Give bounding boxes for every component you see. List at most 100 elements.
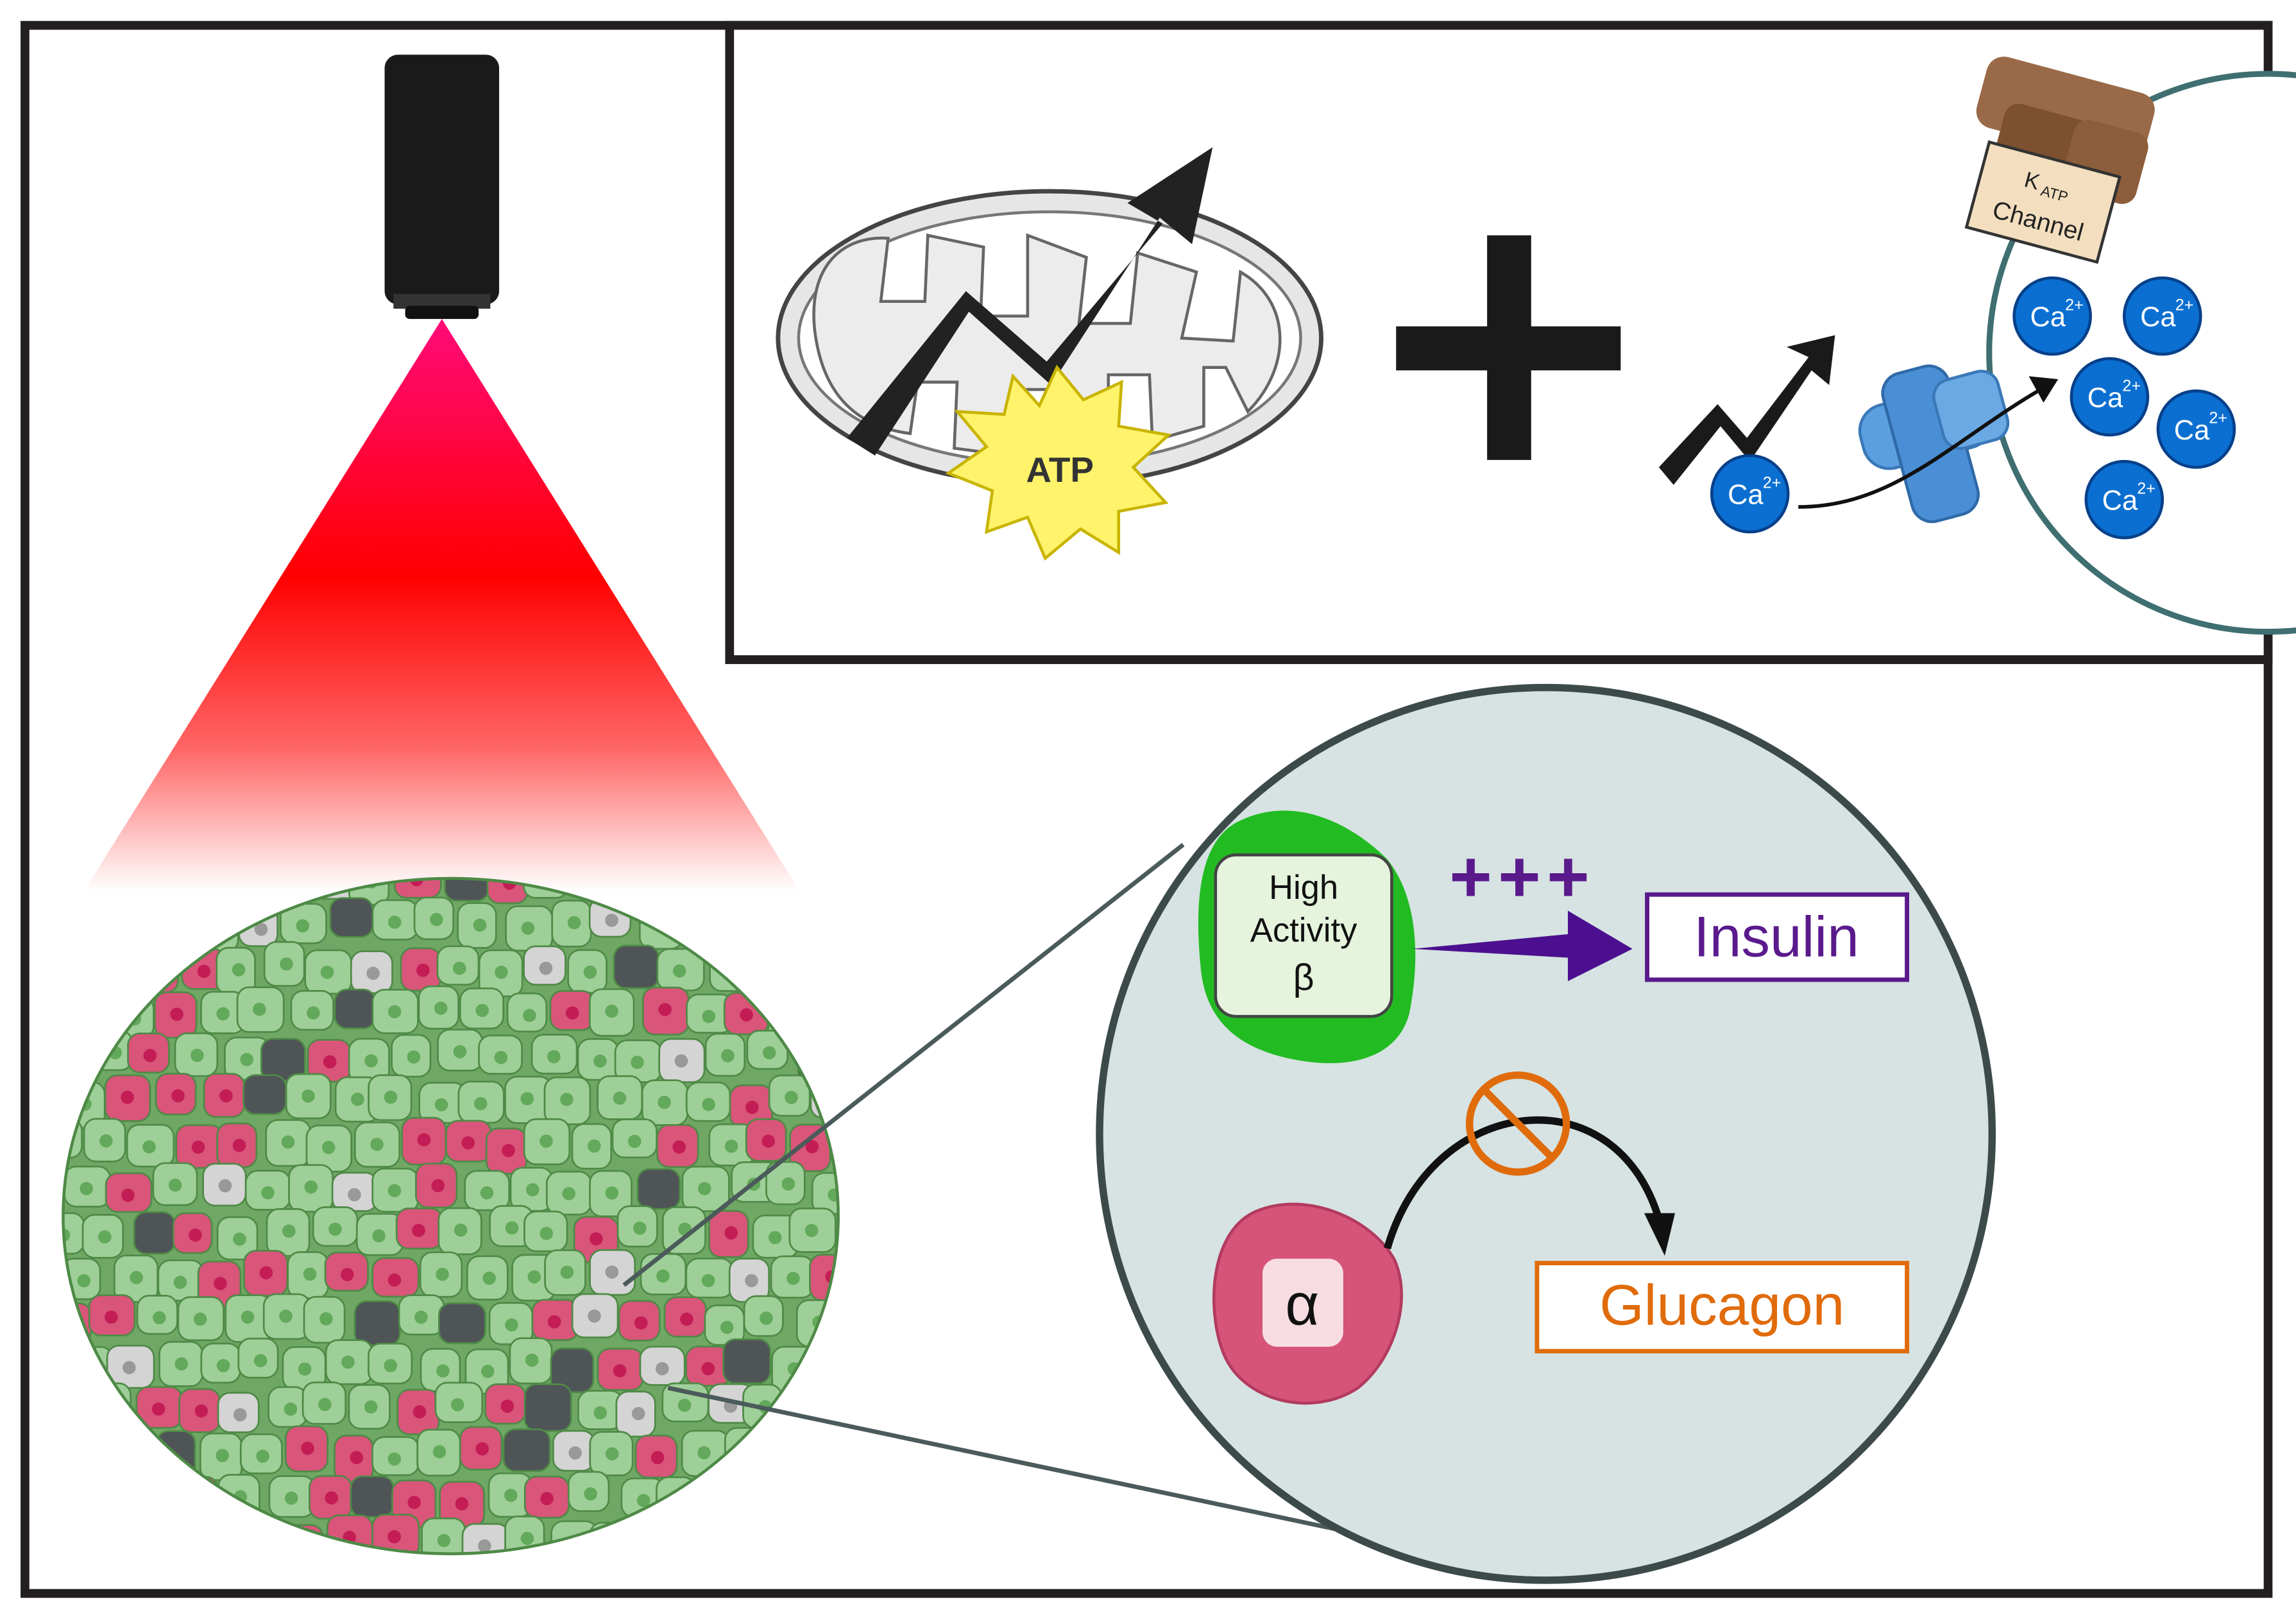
islet-cell-nucleus bbox=[540, 1492, 554, 1505]
islet-cell-nucleus bbox=[697, 1182, 711, 1195]
islet-cell-nucleus bbox=[701, 1362, 715, 1376]
islet-cell-nucleus bbox=[219, 1089, 233, 1103]
islet-cell-nucleus bbox=[805, 1140, 819, 1154]
islet-cell-nucleus bbox=[500, 1399, 514, 1413]
calcium-channel-icon bbox=[1858, 364, 2010, 524]
islet-cell-nucleus bbox=[384, 1359, 398, 1372]
islet-cell-nucleus bbox=[387, 916, 402, 929]
islet-cell-nucleus bbox=[605, 914, 618, 927]
islet-cell-nucleus bbox=[325, 1491, 338, 1505]
islet-cell-nucleus bbox=[302, 1089, 315, 1103]
islet-cell-nucleus bbox=[298, 1362, 312, 1376]
islet-cell-nucleus bbox=[174, 1357, 189, 1370]
islet-cell-nucleus bbox=[216, 1449, 229, 1462]
islet-cell-nucleus bbox=[527, 1270, 541, 1284]
islet-cell-nucleus bbox=[605, 1265, 619, 1279]
islet-cell-nucleus bbox=[478, 1539, 491, 1553]
glucagon-arrowhead bbox=[1644, 1213, 1676, 1256]
insulin-label: Insulin bbox=[1694, 904, 1859, 968]
islet-cell-nucleus bbox=[605, 1004, 618, 1018]
islet-cell-nucleus bbox=[241, 1310, 255, 1324]
islet-cell-nucleus bbox=[593, 1054, 607, 1068]
islet-cell-nucleus bbox=[568, 1446, 582, 1460]
islet-cell-nucleus bbox=[482, 1271, 496, 1285]
islet-cell-nucleus bbox=[434, 1002, 448, 1015]
islet-cell-nucleus bbox=[384, 1090, 398, 1104]
calcium-charge-label: 2+ bbox=[2137, 480, 2156, 498]
islet-cell-nucleus bbox=[495, 966, 508, 979]
islet-cell-nucleus bbox=[473, 1097, 488, 1111]
islet-cell-nucleus bbox=[525, 1353, 539, 1367]
islet-cell-nucleus bbox=[505, 1318, 518, 1332]
glucagon-box bbox=[1535, 1261, 1910, 1354]
calcium-label: Ca bbox=[2088, 382, 2123, 413]
islet-cell-nucleus bbox=[364, 1054, 378, 1068]
islet-cell-nucleus bbox=[232, 963, 246, 977]
islet-cell-nucleus bbox=[282, 1224, 296, 1238]
islet-cell-nucleus bbox=[319, 1312, 333, 1326]
islet-cell-nucleus bbox=[191, 1048, 204, 1063]
calcium-charge-label: 2+ bbox=[1763, 474, 1782, 491]
islet-cell-nucleus bbox=[214, 1277, 227, 1290]
islet-cell bbox=[334, 989, 377, 1029]
islet-cell-nucleus bbox=[253, 1002, 266, 1016]
islet-cell-nucleus bbox=[631, 1055, 644, 1069]
atp-label: ATP bbox=[1026, 450, 1094, 490]
islet-cell-nucleus bbox=[191, 1140, 205, 1154]
islet-cell-nucleus bbox=[414, 1310, 428, 1324]
islet-cell-nucleus bbox=[232, 1138, 246, 1152]
zoom-line-bottom bbox=[667, 1385, 1363, 1537]
glucagon-label: Glucagon bbox=[1599, 1273, 1844, 1337]
islet-cell-nucleus bbox=[520, 1532, 534, 1546]
islet-cell-nucleus bbox=[189, 1228, 202, 1242]
alpha-label: α bbox=[1285, 1272, 1319, 1338]
islet-cell-nucleus bbox=[605, 1447, 619, 1461]
islet-cell-nucleus bbox=[560, 1093, 574, 1106]
islet-cell-nucleus bbox=[453, 1045, 467, 1059]
islet-cell-nucleus bbox=[407, 1050, 421, 1064]
islet-cell-nucleus bbox=[613, 1364, 627, 1378]
islet-cell-nucleus bbox=[787, 1272, 800, 1285]
islet-cell-nucleus bbox=[80, 1182, 93, 1195]
islet-cell-nucleus bbox=[480, 1186, 494, 1200]
islet-cell-nucleus bbox=[304, 1180, 318, 1194]
small-trend-arrow-icon bbox=[1658, 335, 1835, 485]
islet-cell-nucleus bbox=[521, 921, 535, 935]
islet-cell bbox=[438, 1302, 486, 1344]
islet-cell-nucleus bbox=[432, 1445, 446, 1458]
islet-cell bbox=[353, 1300, 401, 1347]
islet-cell-nucleus bbox=[173, 1276, 187, 1289]
islet-cell-nucleus bbox=[387, 1530, 402, 1544]
islet-cell-nucleus bbox=[655, 1362, 669, 1376]
islet-cell-nucleus bbox=[284, 1402, 298, 1416]
islet-cell-nucleus bbox=[658, 1095, 671, 1109]
islet-cell-nucleus bbox=[197, 964, 211, 978]
calcium-label: Ca bbox=[2030, 302, 2066, 333]
islet-cell-nucleus bbox=[436, 1364, 450, 1378]
islet-cell-nucleus bbox=[233, 1232, 246, 1246]
insulin-box bbox=[1645, 892, 1910, 982]
islet-cell-nucleus bbox=[672, 1140, 686, 1154]
islet-cell-nucleus bbox=[504, 1489, 518, 1502]
islet-cell-nucleus bbox=[307, 1006, 320, 1020]
islet-cell-nucleus bbox=[721, 1049, 735, 1063]
islet-cell-nucleus bbox=[740, 1008, 753, 1021]
islet-cell-nucleus bbox=[605, 1186, 619, 1200]
islet-cell-nucleus bbox=[280, 957, 293, 971]
no-symbol-icon bbox=[1465, 1071, 1570, 1176]
islet-cell-nucleus bbox=[348, 1188, 361, 1202]
islet-cell-nucleus bbox=[804, 1224, 819, 1238]
islet-cell-nucleus bbox=[253, 1354, 268, 1367]
islet-cell-nucleus bbox=[171, 1089, 185, 1103]
islet-cell-nucleus bbox=[216, 1359, 230, 1372]
islet-cell bbox=[133, 1211, 176, 1255]
islet-cell-nucleus bbox=[256, 1449, 269, 1463]
beta-cell: High Activity β bbox=[1198, 810, 1416, 1064]
islet-cell-nucleus bbox=[193, 1312, 207, 1326]
islet-cell-nucleus bbox=[284, 1491, 298, 1505]
islet-cell-nucleus bbox=[341, 1268, 354, 1281]
islet-cell-nucleus bbox=[547, 1315, 561, 1329]
islet-cell-nucleus bbox=[724, 1226, 738, 1240]
